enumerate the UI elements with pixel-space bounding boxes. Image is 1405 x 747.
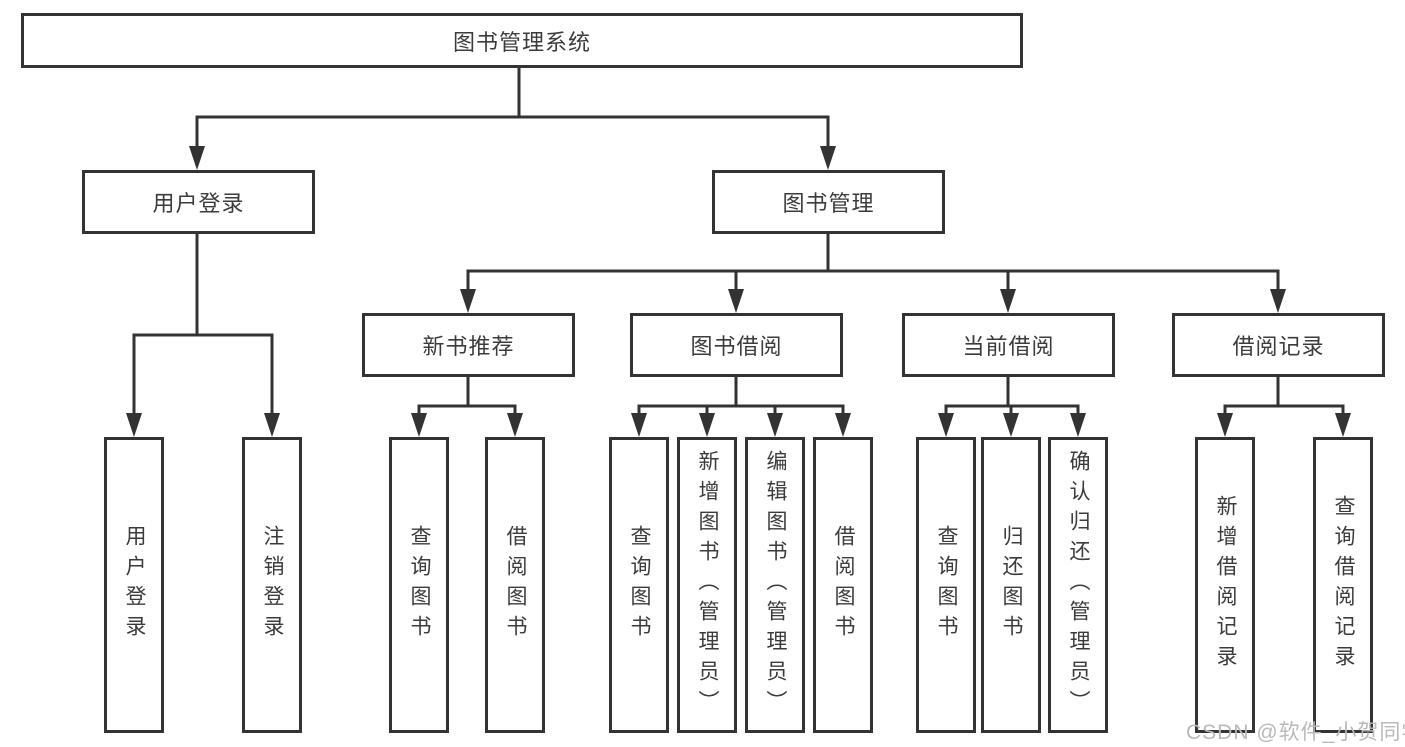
leaf-return-books: 归还图书 — [981, 437, 1041, 733]
leaf-add-borrow-record: 新增借阅记录 — [1195, 437, 1255, 733]
leaf-borrow-books: 借阅图书 — [813, 437, 873, 733]
connector-book-management-to-level3 — [460, 234, 1286, 313]
node-book-borrow: 图书借阅 — [630, 313, 843, 377]
node-label: 图书借阅 — [690, 334, 783, 359]
node-label: 当前借阅 — [962, 334, 1055, 359]
connector-book-borrow-to-leaves — [631, 377, 851, 437]
leaf-logout: 注销登录 — [242, 437, 302, 733]
leaf-query-books-borrow: 查询图书 — [609, 437, 669, 733]
csdn-watermark: CSDN @软件_小贺同学 — [1186, 721, 1405, 744]
connector-user-login-to-leaves — [126, 233, 280, 437]
connector-new-book-recommend-to-leaves — [411, 377, 523, 437]
node-label: 图书管理系统 — [452, 29, 591, 55]
leaf-confirm-return-admin: 确认归还（管理员） — [1048, 437, 1108, 733]
node-label: 用户登录 — [152, 191, 245, 216]
node-book-management: 图书管理 — [712, 170, 945, 234]
leaf-borrow-books-recommend: 借阅图书 — [485, 437, 545, 733]
connector-root-to-level2 — [189, 68, 836, 170]
node-label: 图书管理 — [782, 191, 875, 216]
node-library-management-system: 图书管理系统 — [21, 13, 1023, 68]
node-user-login: 用户登录 — [82, 170, 315, 234]
node-borrow-records: 借阅记录 — [1172, 313, 1385, 377]
connector-current-borrow-to-leaves — [938, 377, 1086, 437]
leaf-add-books-admin: 新增图书（管理员） — [677, 437, 737, 733]
leaf-edit-books-admin: 编辑图书（管理员） — [745, 437, 805, 733]
node-current-borrow: 当前借阅 — [902, 313, 1115, 377]
connector-borrow-records-to-leaves — [1217, 377, 1351, 437]
node-label: 新书推荐 — [422, 334, 515, 359]
leaf-query-books-current: 查询图书 — [916, 437, 976, 733]
node-label: 借阅记录 — [1232, 334, 1325, 359]
leaf-query-books-recommend: 查询图书 — [389, 437, 449, 733]
leaf-user-login: 用户登录 — [104, 437, 164, 733]
node-new-book-recommend: 新书推荐 — [362, 313, 575, 377]
leaf-query-borrow-record: 查询借阅记录 — [1313, 437, 1373, 733]
